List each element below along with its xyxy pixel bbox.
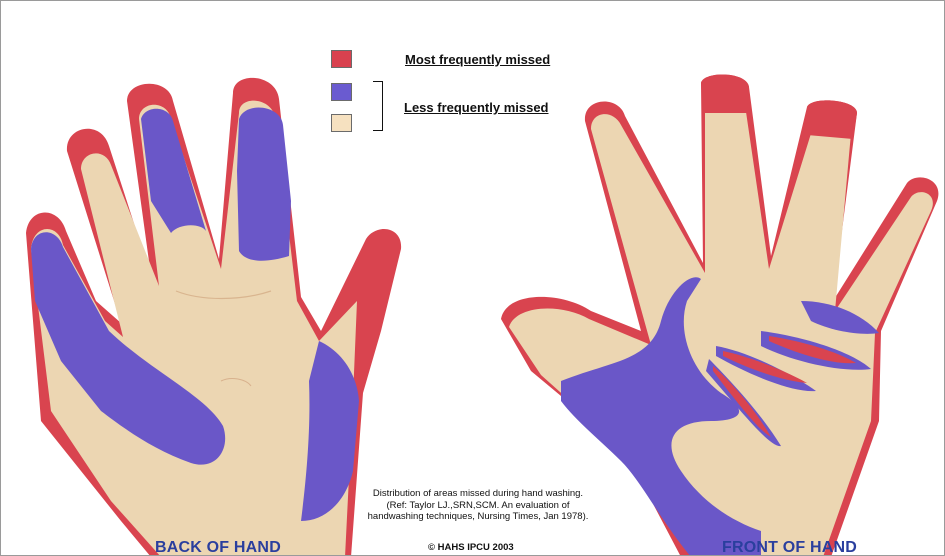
back-hand-purple-middle [237,108,291,261]
caption-line-1: Distribution of areas missed during hand… [353,488,603,500]
diagram-caption: Distribution of areas missed during hand… [353,488,603,523]
legend-label-most-missed: Most frequently missed [405,52,550,67]
caption-line-2: (Ref: Taylor LJ.,SRN,SCM. An evaluation … [353,500,603,512]
back-of-hand-title: BACK OF HAND [155,539,281,556]
front-of-hand-title: FRONT OF HAND [722,539,857,556]
legend-swatch-less-missed [331,114,352,132]
copyright-notice: © HAHS IPCU 2003 [428,542,514,553]
back-of-hand [26,78,401,556]
front-of-hand [501,74,938,556]
legend-bracket [373,81,383,131]
front-tip-middle [807,100,857,139]
caption-line-3: handwashing techniques, Nursing Times, J… [353,511,603,523]
legend-label-less-missed: Less frequently missed [404,100,549,115]
legend-swatch-purple [331,83,352,101]
legend-swatch-most-missed [331,50,352,68]
front-tip-index [701,74,749,113]
